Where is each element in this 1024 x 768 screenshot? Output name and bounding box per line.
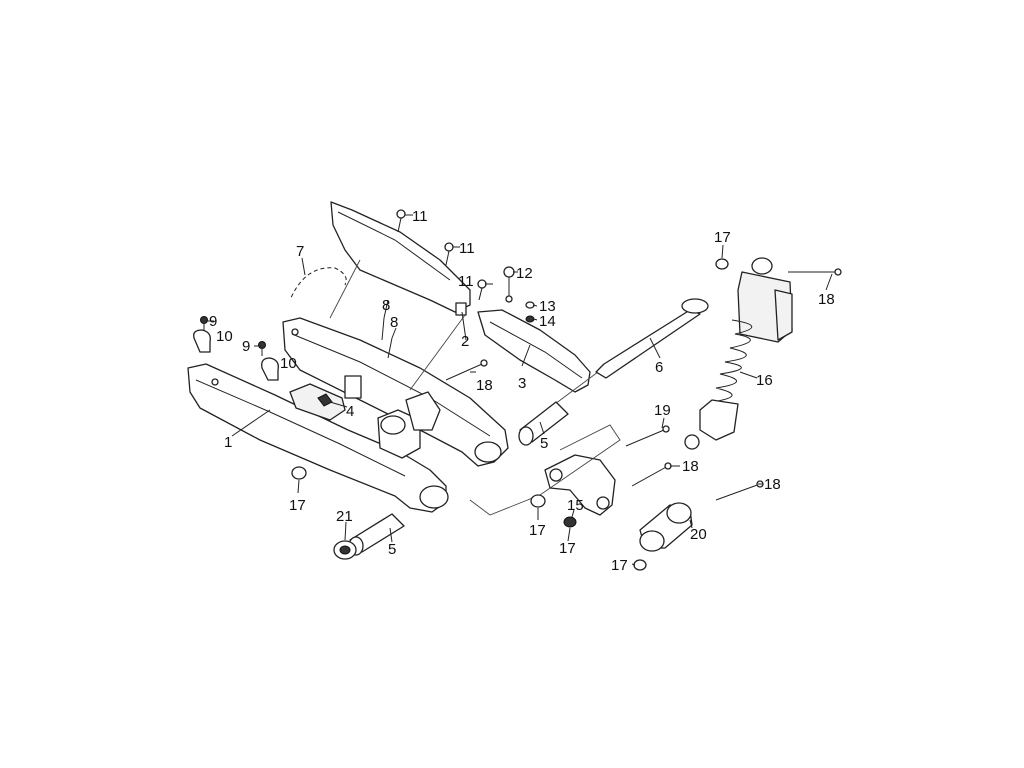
bolt-11-b <box>444 242 454 266</box>
chain-guard <box>329 201 471 391</box>
callout-16: 16 <box>756 372 773 389</box>
swingarm <box>187 317 509 513</box>
callout-11-a: 11 <box>412 208 428 225</box>
callout-9-b: 9 <box>242 338 250 355</box>
clip-10-a <box>193 329 211 353</box>
callout-17-a: 17 <box>289 497 306 514</box>
callout-11-c: 11 <box>458 273 474 290</box>
nut-17-a <box>291 466 307 480</box>
callout-15: 15 <box>567 497 584 514</box>
callout-13: 13 <box>539 298 556 315</box>
callout-21: 21 <box>336 508 353 525</box>
washer-13 <box>525 301 535 309</box>
nut-14 <box>525 315 535 323</box>
callout-17-c: 17 <box>559 540 576 557</box>
callout-4: 4 <box>346 403 354 420</box>
callout-1: 1 <box>224 434 232 451</box>
callout-17-b: 17 <box>529 522 546 539</box>
callout-5-b: 5 <box>388 541 396 558</box>
clip-10-b <box>261 357 279 381</box>
callout-20: 20 <box>690 526 707 543</box>
nut-17-d <box>633 559 647 571</box>
bolt-11-c <box>477 279 487 301</box>
block-part-4 <box>289 375 362 421</box>
bolt-18-c <box>631 462 672 487</box>
bolt-9-b <box>258 341 266 356</box>
callout-11-b: 11 <box>459 240 475 257</box>
callout-3: 3 <box>518 375 526 392</box>
bolt-19 <box>625 425 670 447</box>
callout-18-d: 18 <box>764 476 781 493</box>
nut-17-c <box>563 516 577 528</box>
chain-slider <box>477 309 591 393</box>
callout-8-a: 8 <box>382 297 390 314</box>
callout-14: 14 <box>539 313 556 330</box>
callout-10-a: 10 <box>216 328 233 345</box>
nut-17-b <box>530 494 546 508</box>
bushing-5-a <box>518 401 569 446</box>
callout-17-d: 17 <box>611 557 628 574</box>
bolt-8-a <box>381 317 385 341</box>
callout-17-e: 17 <box>714 229 731 246</box>
callout-6: 6 <box>655 359 663 376</box>
dog-bone-20 <box>639 502 693 552</box>
axle-6 <box>519 298 709 431</box>
callout-18-a: 18 <box>476 377 493 394</box>
hose-clamp-7 <box>288 266 348 301</box>
callout-19: 19 <box>654 402 671 419</box>
bolt-9-a <box>200 316 208 330</box>
bolt-18-b <box>788 268 842 276</box>
bolt-18-d <box>715 480 764 501</box>
nut-21 <box>333 540 357 560</box>
bolt-8-b <box>387 337 393 359</box>
callout-2: 2 <box>461 333 469 350</box>
bolt-18-a <box>445 359 488 381</box>
callout-12: 12 <box>516 265 533 282</box>
bolt-11-a <box>396 209 406 233</box>
leader-lines <box>206 214 833 566</box>
callout-9-a: 9 <box>209 313 217 330</box>
shock-absorber-16 <box>684 257 793 450</box>
callout-8-b: 8 <box>390 314 398 331</box>
callout-7: 7 <box>296 243 304 260</box>
linkage-bracket <box>469 424 621 516</box>
callout-5-a: 5 <box>540 435 548 452</box>
nut-17-e <box>715 258 729 270</box>
callout-18-b: 18 <box>818 291 835 308</box>
callout-10-b: 10 <box>280 355 297 372</box>
callouts: 1 2 3 4 5 5 6 7 8 8 9 9 10 10 11 11 11 1… <box>209 208 835 574</box>
bolt-12 <box>503 266 515 303</box>
callout-18-c: 18 <box>682 458 699 475</box>
